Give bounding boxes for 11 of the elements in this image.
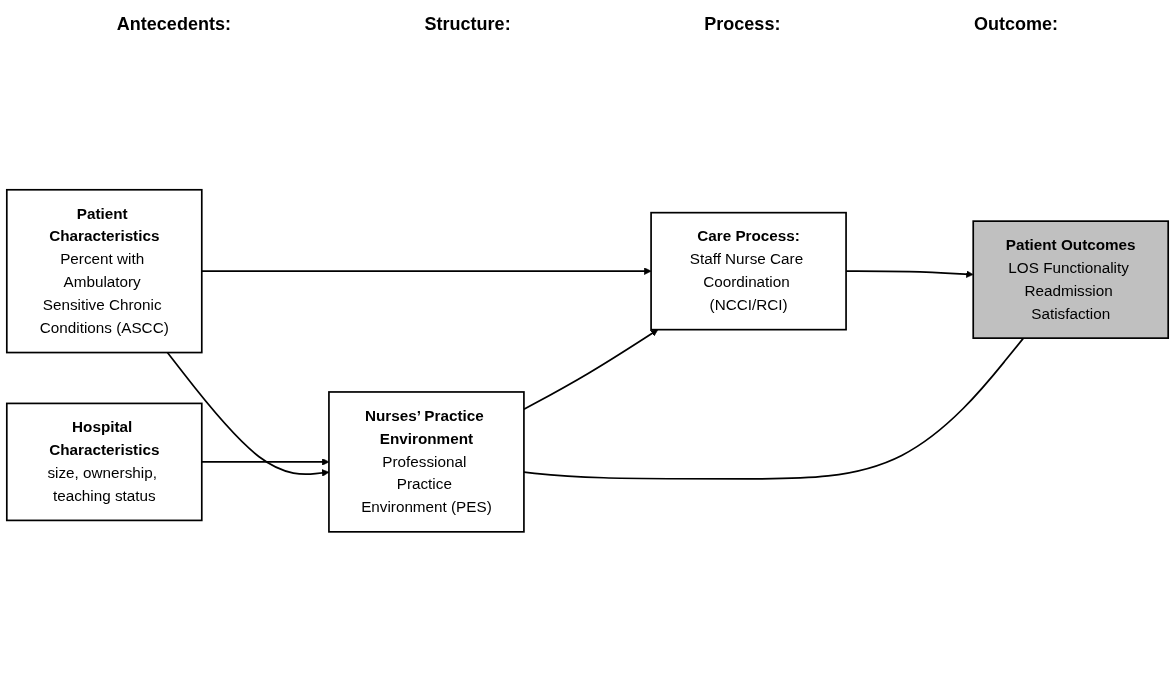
node-box: Care Process: Staff Nurse Care Coordination (NCCI/RCI) (650, 212, 847, 331)
node-box: Nurses’ Practice Environment Professional Practice Environment (PES) (328, 391, 525, 533)
node-box: Patient Characteristics Percent with Ambulatory Sensitive Chronic Conditions (ASCC) (5, 189, 203, 354)
arrow (523, 329, 659, 411)
column-heading: Process: (704, 14, 781, 36)
column-heading: Structure: (424, 14, 511, 36)
connector (523, 337, 1025, 480)
node-box: Hospital Characteristics size, ownership, teaching status (5, 402, 203, 522)
column-heading: Antecedents: (116, 14, 231, 36)
node-box: Patient Outcomes LOS Functionality Readmission Satisfaction (972, 220, 1170, 340)
column-heading: Outcome: (974, 14, 1059, 36)
